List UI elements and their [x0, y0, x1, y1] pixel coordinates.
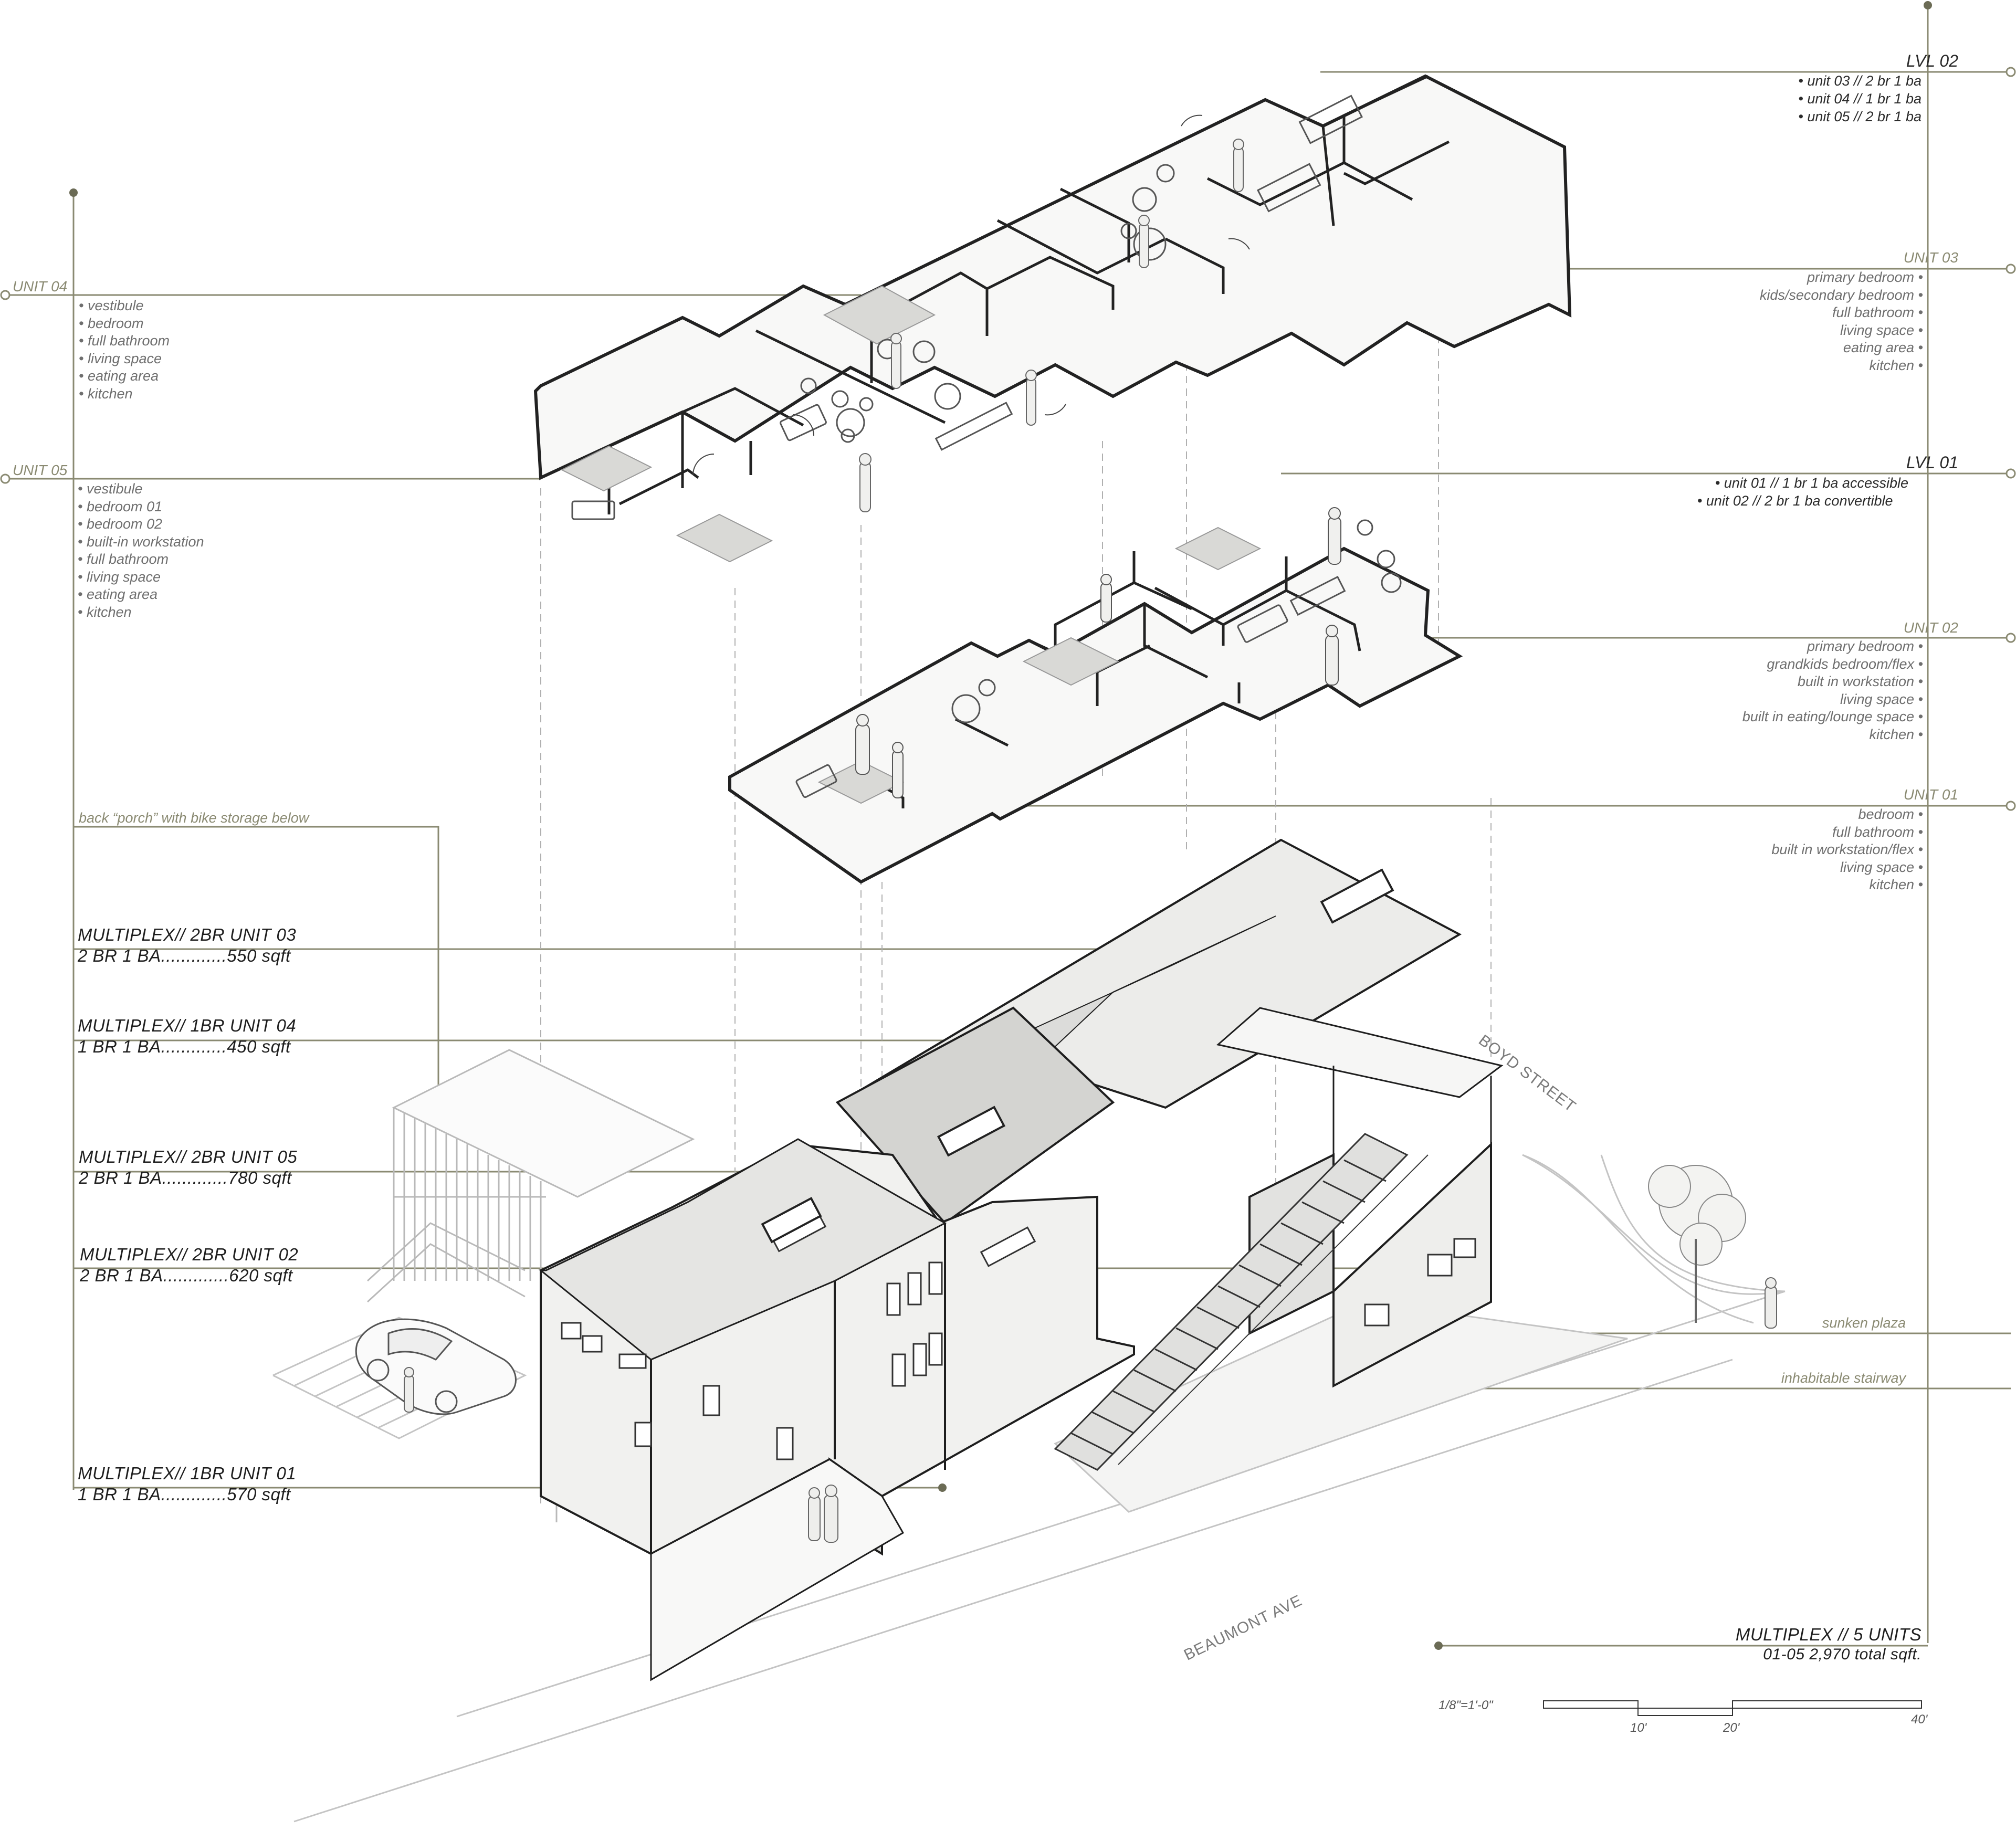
- unit-05-room-list: vestibule bedroom 01 bedroom 02 built-in…: [78, 480, 204, 621]
- unit-03-room: kids/secondary bedroom: [1760, 287, 1923, 304]
- multiplex-unit-05-size: 2 BR 1 BA.............780 sqft: [79, 1168, 292, 1187]
- unit-02-room: living space: [1742, 691, 1923, 709]
- multiplex-unit-03-block: MULTIPLEX// 2BR UNIT 03 2 BR 1 BA.......…: [78, 925, 296, 966]
- scale-tick-10: 10': [1630, 1721, 1647, 1735]
- parked-car: [355, 1318, 517, 1415]
- level-01-title: LVL 01: [1906, 453, 1958, 472]
- unit-01-room: bedroom: [1771, 806, 1923, 824]
- unit-01-room: built in workstation/flex: [1771, 841, 1923, 859]
- unit-02-room: built in workstation: [1742, 673, 1923, 691]
- multiplex-unit-04-title: MULTIPLEX// 1BR UNIT 04: [78, 1016, 297, 1035]
- unit-05-room: living space: [78, 569, 204, 586]
- multiplex-unit-05-title: MULTIPLEX// 2BR UNIT 05: [79, 1147, 298, 1166]
- unit-05-room: vestibule: [78, 480, 204, 498]
- level-01-unit-item: unit 02 // 2 br 1 ba convertible: [1697, 492, 1908, 510]
- multiplex-unit-01-block: MULTIPLEX// 1BR UNIT 01 1 BR 1 BA.......…: [78, 1464, 296, 1504]
- scale-bar: [1543, 1700, 1922, 1716]
- porch-callout: back “porch” with bike storage below: [79, 810, 309, 826]
- unit-02-room: grandkids bedroom/flex: [1742, 656, 1923, 674]
- floor-plan-level-02: [533, 74, 1572, 563]
- back-porch-structure: [366, 1049, 731, 1617]
- unit-05-room: kitchen: [78, 604, 204, 622]
- stairway-callout: inhabitable stairway: [1781, 1370, 1906, 1386]
- unit-01-room-list: bedroom full bathroom built in workstati…: [1771, 806, 1923, 894]
- unit-03-room: kitchen: [1760, 357, 1923, 375]
- summary-title: MULTIPLEX // 5 UNITS: [1735, 1625, 1922, 1644]
- level-02-unit-list: unit 03 // 2 br 1 ba unit 04 // 1 br 1 b…: [1798, 72, 1922, 125]
- unit-05-room: built-in workstation: [78, 533, 204, 551]
- level-02-unit-item: unit 03 // 2 br 1 ba: [1798, 72, 1922, 90]
- scale-ratio: 1/8"=1'-0": [1438, 1698, 1493, 1712]
- unit-03-room: living space: [1760, 322, 1923, 340]
- unit-04-room: vestibule: [79, 297, 170, 315]
- scale-tick-20: 20': [1723, 1721, 1740, 1735]
- summary-total: 01-05 2,970 total sqft.: [1763, 1646, 1922, 1663]
- unit-05-room: bedroom 01: [78, 498, 204, 516]
- unit-05-room: eating area: [78, 586, 204, 604]
- unit-02-room-list: primary bedroom grandkids bedroom/flex b…: [1742, 638, 1923, 743]
- unit-04-room: living space: [79, 350, 170, 368]
- unit-05-label: UNIT 05: [13, 462, 68, 478]
- unit-04-room: kitchen: [79, 385, 170, 403]
- unit-03-label: UNIT 03: [1903, 249, 1958, 266]
- unit-04-room-list: vestibule bedroom full bathroom living s…: [79, 297, 170, 403]
- unit-02-room: built in eating/lounge space: [1742, 708, 1923, 726]
- unit-03-room-list: primary bedroom kids/secondary bedroom f…: [1760, 269, 1923, 374]
- level-02-unit-item: unit 04 // 1 br 1 ba: [1798, 90, 1922, 108]
- level-01-unit-item: unit 01 // 1 br 1 ba accessible: [1697, 474, 1908, 492]
- multiplex-unit-05-block: MULTIPLEX// 2BR UNIT 05 2 BR 1 BA.......…: [79, 1147, 297, 1188]
- unit-02-label: UNIT 02: [1903, 619, 1958, 636]
- unit-04-room: eating area: [79, 367, 170, 385]
- level-02-unit-item: unit 05 // 2 br 1 ba: [1798, 108, 1922, 125]
- unit-03-room: eating area: [1760, 339, 1923, 357]
- unit-03-room: full bathroom: [1760, 304, 1923, 322]
- leader-open-ends: [0, 67, 2016, 811]
- multiplex-unit-03-title: MULTIPLEX// 2BR UNIT 03: [78, 925, 297, 944]
- multiplex-unit-04-block: MULTIPLEX// 1BR UNIT 04 1 BR 1 BA.......…: [78, 1016, 296, 1057]
- unit-01-room: living space: [1771, 859, 1923, 877]
- unit-01-label: UNIT 01: [1903, 786, 1958, 803]
- building-massing: [538, 838, 1504, 1681]
- unit-01-room: kitchen: [1771, 876, 1923, 894]
- unit-05-room: full bathroom: [78, 551, 204, 569]
- multiplex-unit-04-size: 1 BR 1 BA.............450 sqft: [78, 1037, 291, 1056]
- multiplex-unit-01-size: 1 BR 1 BA.............570 sqft: [78, 1485, 291, 1504]
- tree: [1648, 1165, 1746, 1323]
- unit-05-room: bedroom 02: [78, 515, 204, 533]
- multiplex-unit-02-block: MULTIPLEX// 2BR UNIT 02 2 BR 1 BA.......…: [80, 1245, 298, 1286]
- multiplex-unit-02-size: 2 BR 1 BA.............620 sqft: [80, 1266, 293, 1285]
- unit-04-room: bedroom: [79, 315, 170, 333]
- sunken-plaza-callout: sunken plaza: [1822, 1315, 1906, 1331]
- floor-plan-level-01: [728, 507, 1463, 884]
- unit-02-room: primary bedroom: [1742, 638, 1923, 656]
- unit-03-room: primary bedroom: [1760, 269, 1923, 287]
- scale-tick-40: 40': [1911, 1712, 1928, 1727]
- multiplex-unit-03-size: 2 BR 1 BA.............550 sqft: [78, 946, 291, 965]
- level-02-title: LVL 02: [1906, 51, 1958, 70]
- multiplex-unit-02-title: MULTIPLEX// 2BR UNIT 02: [80, 1245, 299, 1264]
- level-01-unit-list: unit 01 // 1 br 1 ba accessible unit 02 …: [1697, 474, 1908, 510]
- unit-04-label: UNIT 04: [13, 278, 68, 294]
- unit-04-room: full bathroom: [79, 332, 170, 350]
- inhabitable-stairway: [1054, 1133, 1429, 1471]
- site-people: [404, 1277, 1777, 1543]
- unit-01-room: full bathroom: [1771, 824, 1923, 841]
- multiplex-unit-01-title: MULTIPLEX// 1BR UNIT 01: [78, 1464, 297, 1483]
- unit-02-room: kitchen: [1742, 726, 1923, 744]
